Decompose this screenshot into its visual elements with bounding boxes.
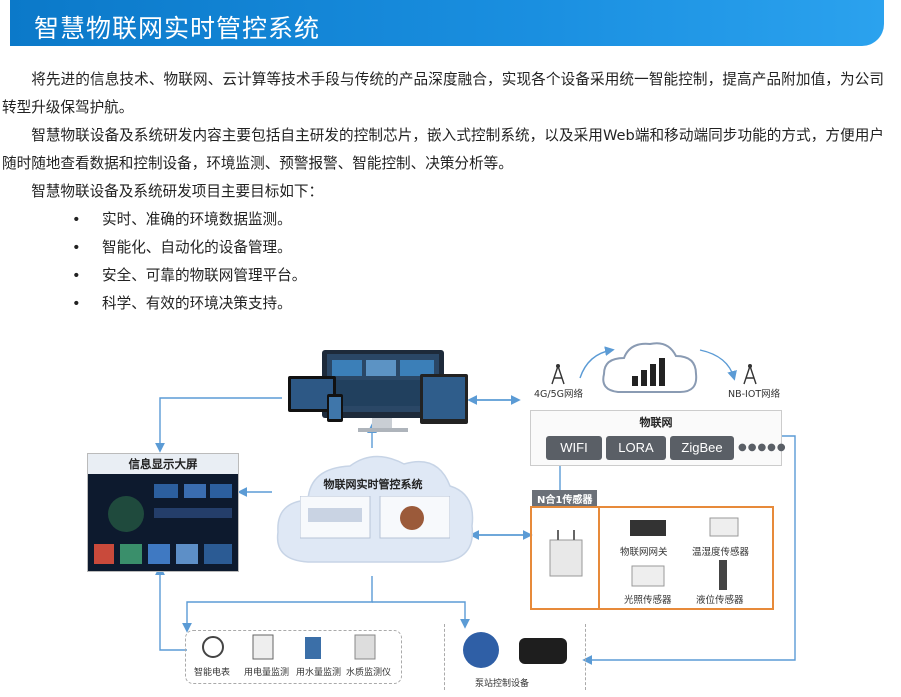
- list-item: •科学、有效的环境决策支持。: [72, 290, 890, 318]
- sensor-label: 温湿度传感器: [692, 547, 750, 558]
- bullet-icon: •: [72, 295, 81, 312]
- system-diagram: 信息显示大屏 物联网实时管控系统 4G/5G网络 NB-IOT网络: [0, 330, 901, 697]
- connector-lines: [155, 346, 796, 665]
- software-screenshot-icon: [300, 496, 450, 539]
- light-sensor-icon: [631, 565, 665, 587]
- big-screen-panel: 信息显示大屏: [87, 453, 239, 572]
- more-dots: ●●●●●: [738, 442, 787, 453]
- protocol-zigbee: ZigBee: [670, 436, 734, 460]
- level-sensor-icon: [719, 560, 727, 590]
- cloud-signal-icon: [602, 342, 698, 393]
- gateway-device-icon: [549, 530, 583, 577]
- dashboard-thumbnail-icon: [88, 474, 238, 571]
- meter-icon: [252, 634, 274, 660]
- meter-icon: [305, 637, 321, 659]
- meter-label: 用水量监测: [296, 668, 342, 678]
- pump-label: 泵站控制设备: [475, 679, 530, 689]
- pump-icon: [519, 638, 567, 664]
- pump-box: 泵站控制设备: [444, 624, 586, 690]
- page-title: 智慧物联网实时管控系统: [34, 14, 321, 43]
- big-screen-title: 信息显示大屏: [88, 454, 238, 474]
- meter-icon: [202, 636, 224, 658]
- network-label-4g5g: 4G/5G网络: [534, 389, 584, 400]
- pool-cleaner-icon: [463, 632, 499, 668]
- header-bar: 智慧物联网实时管控系统: [10, 0, 884, 46]
- sensor-label: 液位传感器: [696, 595, 744, 606]
- cloud-system: 物联网实时管控系统: [268, 442, 478, 582]
- protocol-wifi: WIFI: [546, 436, 602, 460]
- list-item: •实时、准确的环境数据监测。: [72, 206, 890, 234]
- bullet-icon: •: [72, 239, 81, 256]
- protocol-lora: LORA: [606, 436, 666, 460]
- intro-paragraph-3: 智慧物联设备及系统研发项目主要目标如下：: [31, 183, 324, 200]
- goal-list: •实时、准确的环境数据监测。 •智能化、自动化的设备管理。 •安全、可靠的物联网…: [0, 206, 890, 318]
- sensor-tag: N合1传感器: [532, 490, 598, 507]
- list-item: •智能化、自动化的设备管理。: [72, 234, 890, 262]
- antenna-icon: [743, 364, 757, 385]
- cloud-title: 物联网实时管控系统: [323, 478, 423, 491]
- bullet-icon: •: [72, 267, 81, 284]
- list-item: •安全、可靠的物联网管理平台。: [72, 262, 890, 290]
- meter-label: 智能电表: [194, 668, 231, 678]
- device-group: [280, 348, 470, 438]
- intro-section: 将先进的信息技术、物联网、云计算等技术手段与传统的产品深度融合，实现各个设备采用…: [0, 66, 890, 318]
- monitor-icon: [288, 350, 468, 432]
- sensor-box: 物联网网关 温湿度传感器 光照传感器 液位传感器: [530, 506, 774, 610]
- temp-humidity-sensor-icon: [709, 517, 739, 537]
- meter-label: 水质监测仪: [346, 668, 392, 678]
- intro-paragraph-2: 智慧物联设备及系统研发内容主要包括自主研发的控制芯片，嵌入式控制系统，以及采用W…: [2, 127, 884, 172]
- antenna-icon: [551, 364, 565, 385]
- meter-label: 用电量监测: [244, 668, 290, 678]
- sensor-label: 光照传感器: [624, 595, 672, 606]
- meter-box: 智能电表 用电量监测 用水量监测 水质监测仪: [185, 630, 402, 684]
- sensor-label: 物联网网关: [620, 547, 668, 558]
- meter-icon: [354, 634, 376, 660]
- intro-paragraph-1: 将先进的信息技术、物联网、云计算等技术手段与传统的产品深度融合，实现各个设备采用…: [2, 71, 884, 116]
- iot-title: 物联网: [639, 416, 673, 429]
- gateway-icon: [630, 520, 666, 536]
- network-label-nbiot: NB-IOT网络: [728, 389, 781, 400]
- bullet-icon: •: [72, 211, 81, 228]
